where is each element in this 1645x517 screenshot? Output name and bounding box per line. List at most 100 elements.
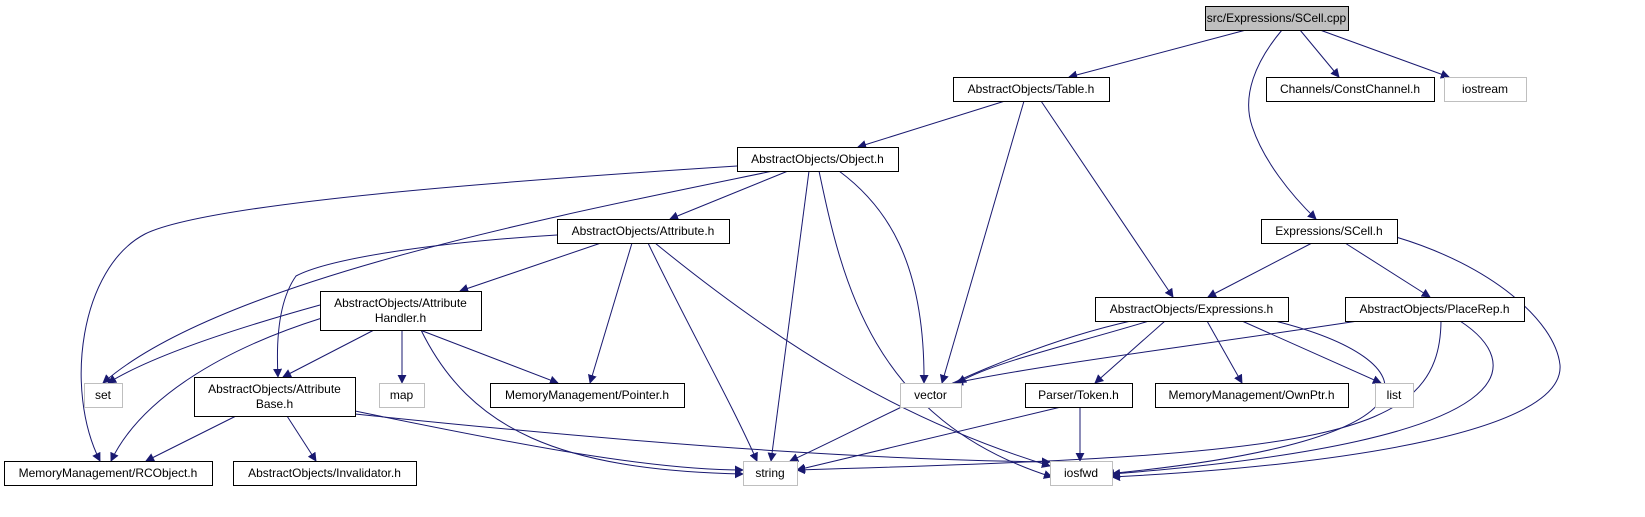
edge-scell_cpp-to-constchannel_h bbox=[1299, 29, 1340, 78]
edge-attrhandler_h-to-rcobject_h bbox=[110, 317, 323, 462]
node-label: AbstractObjects/Attribute bbox=[334, 296, 467, 310]
node-box bbox=[953, 77, 1110, 102]
node-box bbox=[1095, 297, 1289, 322]
node-box bbox=[379, 383, 425, 408]
edge-attrhandler_h-to-attrbase_h bbox=[282, 329, 375, 378]
edge-placerep_h-to-vector bbox=[954, 320, 1359, 386]
edge-attribute_h-to-attrhandler_h bbox=[459, 242, 602, 293]
node-label: string bbox=[755, 466, 784, 480]
edge-object_h-to-iosfwd bbox=[818, 170, 1053, 479]
edge-attribute_h-to-pointer_h bbox=[588, 242, 633, 384]
edge-scell_cpp-to-iostream bbox=[1319, 29, 1450, 79]
node-label: AbstractObjects/Invalidator.h bbox=[248, 466, 401, 480]
node-label: vector bbox=[914, 388, 947, 402]
node-vector: vector bbox=[900, 383, 962, 408]
node-label: iostream bbox=[1462, 82, 1508, 96]
node-label: Base.h bbox=[256, 397, 293, 411]
edge-scell_cpp-to-table_h bbox=[1068, 29, 1247, 80]
edge-attribute_h-to-string bbox=[647, 242, 758, 462]
node-list: list bbox=[1375, 383, 1414, 408]
node-set: set bbox=[84, 383, 123, 408]
edge-attrbase_h-to-rcobject_h bbox=[145, 415, 237, 462]
node-box bbox=[1444, 77, 1527, 102]
node-constchannel-h[interactable]: Channels/ConstChannel.h bbox=[1266, 77, 1435, 102]
edge-object_h-to-rcobject_h bbox=[80, 165, 738, 462]
node-box bbox=[233, 461, 417, 486]
node-iostream: iostream bbox=[1444, 77, 1527, 102]
node-label: Expressions/SCell.h bbox=[1275, 224, 1382, 238]
edge-table_h-to-vector bbox=[939, 100, 1025, 384]
edge-object_h-to-attribute_h bbox=[669, 170, 789, 221]
node-scell-h[interactable]: Expressions/SCell.h bbox=[1261, 219, 1398, 244]
node-ownptr-h[interactable]: MemoryManagement/OwnPtr.h bbox=[1155, 383, 1349, 408]
node-label: Parser/Token.h bbox=[1038, 388, 1119, 402]
node-box bbox=[900, 383, 962, 408]
node-box bbox=[320, 291, 482, 331]
edge-table_h-to-expressions_h bbox=[1040, 100, 1174, 298]
node-box bbox=[1266, 77, 1435, 102]
node-box bbox=[194, 377, 356, 417]
node-pointer-h[interactable]: MemoryManagement/Pointer.h bbox=[490, 383, 685, 408]
node-box bbox=[84, 383, 123, 408]
edge-expressions_h-to-vector bbox=[957, 320, 1150, 384]
node-object-h[interactable]: AbstractObjects/Object.h bbox=[737, 147, 899, 172]
edge-placerep_h-to-string bbox=[796, 320, 1442, 475]
node-label: iosfwd bbox=[1064, 466, 1098, 480]
node-table-h[interactable]: AbstractObjects/Table.h bbox=[953, 77, 1110, 102]
edge-expressions_h-to-token_h bbox=[1094, 320, 1166, 384]
node-box bbox=[1025, 383, 1133, 408]
node-label: AbstractObjects/Object.h bbox=[751, 152, 884, 166]
node-box bbox=[737, 147, 899, 172]
node-label: set bbox=[95, 388, 112, 402]
node-box bbox=[1375, 383, 1414, 408]
node-box bbox=[1261, 219, 1398, 244]
node-attribute-h[interactable]: AbstractObjects/Attribute.h bbox=[557, 219, 730, 244]
node-label: MemoryManagement/OwnPtr.h bbox=[1168, 388, 1334, 402]
node-box bbox=[1050, 461, 1113, 486]
node-label: src/Expressions/SCell.cpp bbox=[1207, 11, 1347, 25]
node-label: MemoryManagement/RCObject.h bbox=[19, 466, 198, 480]
edge-scell_h-to-iosfwd bbox=[1111, 236, 1561, 482]
node-box bbox=[4, 461, 213, 486]
node-expressions-h[interactable]: AbstractObjects/Expressions.h bbox=[1095, 297, 1289, 322]
node-box bbox=[557, 219, 730, 244]
node-scell-cpp[interactable]: src/Expressions/SCell.cpp bbox=[1205, 6, 1349, 31]
node-box bbox=[490, 383, 685, 408]
edge-scell_h-to-expressions_h bbox=[1207, 242, 1313, 298]
node-label: AbstractObjects/Table.h bbox=[968, 82, 1095, 96]
node-label: Channels/ConstChannel.h bbox=[1280, 82, 1420, 96]
node-token-h[interactable]: Parser/Token.h bbox=[1025, 383, 1133, 408]
edge-attrbase_h-to-iosfwd bbox=[354, 413, 1051, 467]
edges-layer bbox=[80, 29, 1561, 482]
node-label: MemoryManagement/Pointer.h bbox=[505, 388, 669, 402]
node-box bbox=[1155, 383, 1349, 408]
edge-attribute_h-to-iosfwd bbox=[654, 242, 1051, 468]
edge-attrhandler_h-to-string bbox=[420, 329, 744, 479]
edge-object_h-to-string bbox=[767, 170, 810, 462]
node-label: list bbox=[1387, 388, 1402, 402]
node-invalidator-h[interactable]: AbstractObjects/Invalidator.h bbox=[233, 461, 417, 486]
node-label: AbstractObjects/Expressions.h bbox=[1110, 302, 1273, 316]
node-label: AbstractObjects/PlaceRep.h bbox=[1359, 302, 1509, 316]
node-string: string bbox=[743, 461, 798, 486]
node-box bbox=[743, 461, 798, 486]
node-iosfwd: iosfwd bbox=[1050, 461, 1113, 486]
edge-token_h-to-string bbox=[796, 406, 1062, 473]
edge-object_h-to-vector bbox=[838, 170, 929, 384]
edge-attrhandler_h-to-set bbox=[107, 304, 321, 384]
edge-attrbase_h-to-invalidator_h bbox=[286, 415, 317, 462]
edge-scell_cpp-to-scell_h bbox=[1248, 29, 1317, 220]
edge-table_h-to-object_h bbox=[857, 100, 1006, 149]
node-box bbox=[1345, 297, 1525, 322]
node-label: AbstractObjects/Attribute bbox=[208, 382, 341, 396]
node-placerep-h[interactable]: AbstractObjects/PlaceRep.h bbox=[1345, 297, 1525, 322]
nodes-layer: src/Expressions/SCell.cppAbstractObjects… bbox=[4, 6, 1527, 486]
edge-placerep_h-to-iosfwd bbox=[1111, 320, 1494, 478]
node-map: map bbox=[379, 383, 425, 408]
edge-expressions_h-to-ownptr_h bbox=[1206, 320, 1243, 384]
node-rcobject-h[interactable]: MemoryManagement/RCObject.h bbox=[4, 461, 213, 486]
node-label: Handler.h bbox=[375, 311, 426, 325]
